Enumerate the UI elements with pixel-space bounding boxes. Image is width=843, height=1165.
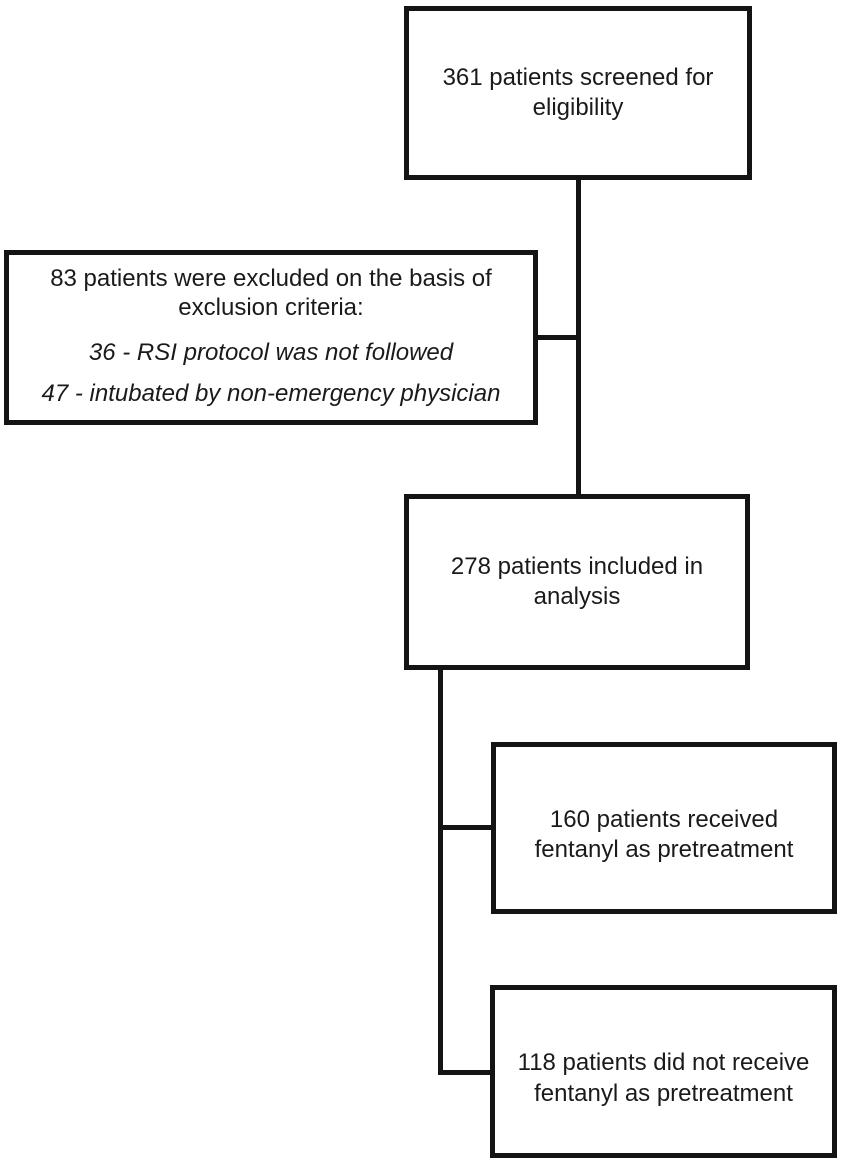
fentanyl-group-label: 160 patients received fentanyl as pretre… bbox=[534, 805, 794, 863]
excluded-patients-header: 83 patients were excluded on the basis o… bbox=[50, 265, 492, 322]
screened-patients-label: 361 patients screened for eligibility bbox=[442, 63, 714, 121]
box-screened-patients: 361 patients screened for eligibility bbox=[404, 6, 752, 180]
connector-screened-to-included bbox=[576, 180, 581, 494]
connector-excluded-branch bbox=[536, 335, 578, 340]
connector-included-to-groups bbox=[438, 670, 443, 1075]
box-no-fentanyl-group: 118 patients did not receive fentanyl as… bbox=[490, 985, 837, 1158]
no-fentanyl-group-label: 118 patients did not receive fentanyl as… bbox=[517, 1049, 810, 1107]
box-included-patients: 278 patients included in analysis bbox=[404, 494, 750, 670]
exclusion-reason-rsi-protocol: 36 - RSI protocol was not followed bbox=[88, 338, 454, 366]
connector-no-fentanyl-branch bbox=[441, 1070, 493, 1075]
included-patients-label: 278 patients included in analysis bbox=[450, 552, 704, 610]
exclusion-reason-non-emergency-physician: 47 - intubated by non-emergency physicia… bbox=[41, 380, 501, 408]
connector-fentanyl-branch bbox=[441, 825, 493, 830]
box-excluded-patients: 83 patients were excluded on the basis o… bbox=[4, 250, 538, 425]
box-fentanyl-group: 160 patients received fentanyl as pretre… bbox=[491, 742, 837, 914]
